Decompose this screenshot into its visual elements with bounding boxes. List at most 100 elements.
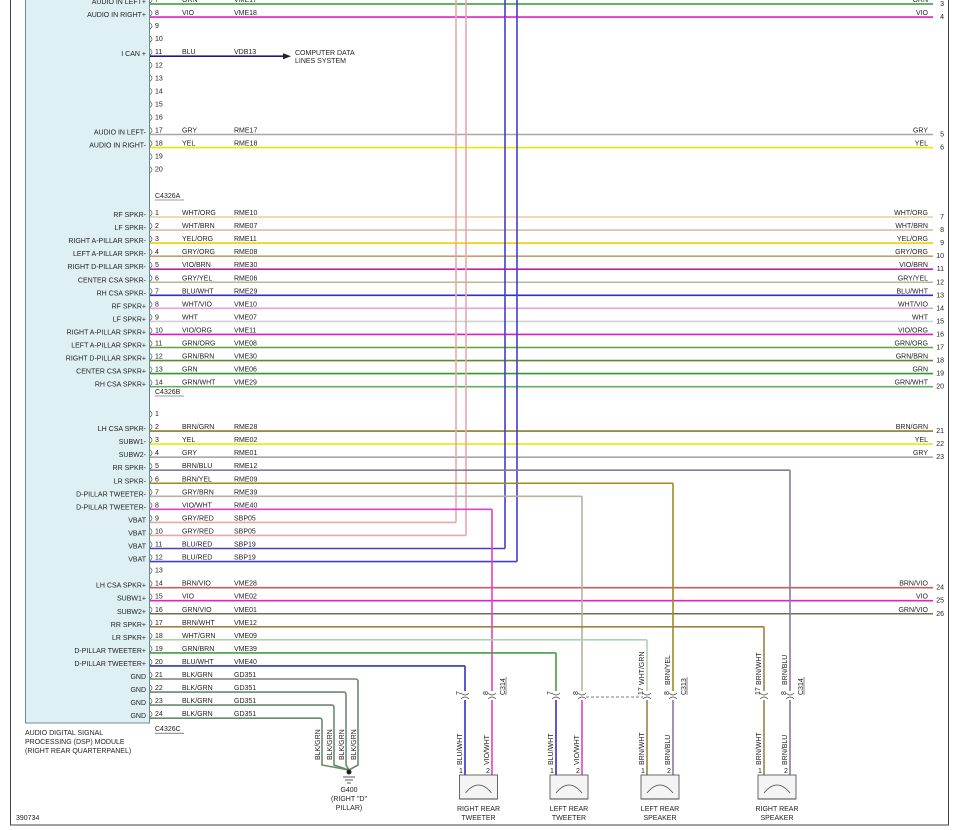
pin-bracket (149, 88, 153, 95)
inline-connector-label: C314 (798, 678, 805, 695)
wire-color-label: WHT (182, 314, 199, 321)
pin-bracket (149, 567, 153, 574)
inline-pin-number: 17 (638, 687, 645, 695)
connector-label: C4326C (155, 726, 181, 733)
pin-function-label: VBAT (128, 544, 146, 551)
wire-color-label: BRN/GRN (182, 424, 214, 431)
circuit-label: RME17 (234, 128, 257, 135)
speaker-label-line: LEFT REAR (641, 806, 679, 813)
pin-bracket (149, 619, 153, 627)
pin-function-label: AUDIO IN RIGHT+ (87, 12, 146, 19)
dsp-module-box (25, 0, 150, 724)
pin-bracket (149, 423, 153, 431)
pin-number: 16 (155, 607, 163, 614)
pin-function-label: D-PILLAR TWEETER+ (74, 661, 146, 668)
wire-color-label: GRN/BRN (182, 646, 214, 653)
pin-function-label: RIGHT A-PILLAR SPKR+ (67, 329, 146, 336)
pin-bracket (149, 593, 153, 600)
ground-splice-dot (346, 769, 352, 775)
pin-number: 11 (155, 341, 162, 348)
pin-bracket (149, 153, 153, 160)
pin-function-label: LF SPKR- (114, 225, 146, 232)
circuit-label: GD351 (234, 685, 256, 692)
pin-bracket (149, 710, 153, 718)
speaker-pin-number: 1 (641, 768, 645, 775)
upper-wire-color: BRN/YEL (665, 655, 672, 685)
pin-number: 3 (155, 437, 159, 444)
wire-color-label: VIO (182, 10, 195, 17)
pin-number: 21 (155, 672, 163, 679)
ground-label-line: PILLAR) (336, 805, 362, 812)
wire-end-number: 13 (936, 292, 944, 299)
inline-pin-number: 8 (781, 691, 788, 695)
wire-end-number: 6 (940, 145, 944, 152)
pin-bracket (149, 449, 153, 457)
pin-bracket (149, 489, 153, 496)
pin-function-label: LEFT A-PILLAR SPKR- (73, 251, 147, 258)
upper-wire-color: WHT/GRN (639, 652, 646, 685)
pin-function-label: LH CSA SPKR- (98, 426, 147, 433)
pin-number: 19 (155, 154, 163, 161)
wire-color-label: GRN (182, 367, 198, 374)
wire-end-number: 16 (936, 331, 944, 338)
wire-end-label: WHT/VIO (898, 301, 928, 308)
wire-color-label: GRN (182, 0, 198, 4)
pin-function-label: CENTER CSA SPKR+ (76, 369, 146, 376)
wire-end-number: 17 (936, 345, 944, 352)
wire-color-label: BRN/WHT (182, 620, 215, 627)
pin-function-label: RIGHT A-PILLAR SPKR- (68, 238, 146, 245)
circuit-label: VME07 (234, 314, 257, 321)
ground-label-line: (RIGHT "D" (331, 796, 367, 803)
wire-end-label: WHT/ORG (894, 210, 928, 217)
inline-pin-mark (668, 696, 678, 700)
wire-end-number: 10 (936, 253, 944, 260)
pin-function-label: D-PILLAR TWEETER- (76, 491, 147, 498)
pin-function-label: VBAT (128, 557, 146, 564)
pin-number: 2 (155, 424, 159, 431)
inline-connector-label: C314 (500, 678, 507, 695)
circuit-label: VME10 (234, 301, 257, 308)
pin-number: 1 (155, 411, 159, 418)
pin-function-label: AUDIO IN LEFT- (94, 130, 147, 137)
circuit-label: VME28 (234, 581, 257, 588)
pin-bracket (149, 366, 153, 373)
wire-end-label: GRN (912, 0, 928, 4)
speaker-body (757, 774, 797, 800)
wire-color-label: WHT/BRN (182, 223, 215, 230)
circuit-label: VME09 (234, 633, 257, 640)
wire-end-number: 11 (937, 266, 944, 273)
circuit-label: RME07 (234, 223, 257, 230)
pin-number: 20 (155, 659, 163, 666)
wire-end-number: 22 (936, 441, 944, 448)
wire-color-label: GRN/WHT (182, 380, 216, 387)
wire-end-label: YEL/ORG (897, 236, 928, 243)
wire-end-label: GRY (913, 450, 928, 457)
speaker-pin-number: 2 (667, 768, 671, 775)
pin-function-label: SUBW2+ (117, 609, 146, 616)
circuit-label: RME11 (234, 236, 257, 243)
ground-wire (150, 717, 350, 771)
wire-color-label: VIO/WHT (182, 502, 213, 509)
pin-bracket (149, 222, 153, 230)
wire-end-label: BLU/WHT (897, 288, 929, 295)
pin-function-label: RF SPKR- (113, 212, 146, 219)
speaker-cone-icon (555, 784, 583, 794)
circuit-label: RME08 (234, 249, 257, 256)
speaker-pin-number: 2 (784, 768, 788, 775)
circuit-label: RME30 (234, 262, 257, 269)
pin-number: 15 (155, 594, 163, 601)
wire-end-label: YEL (915, 141, 928, 148)
wire-end-number: 5 (940, 132, 944, 139)
pin-number: 10 (155, 36, 163, 43)
inline-pin-mark (460, 692, 470, 696)
inline-pin-mark (642, 692, 652, 696)
circuit-label: RME01 (234, 450, 257, 457)
wire-end-label: BRN/GRN (896, 424, 928, 431)
pin-bracket (149, 9, 153, 17)
wire-end-number: 24 (936, 585, 944, 592)
